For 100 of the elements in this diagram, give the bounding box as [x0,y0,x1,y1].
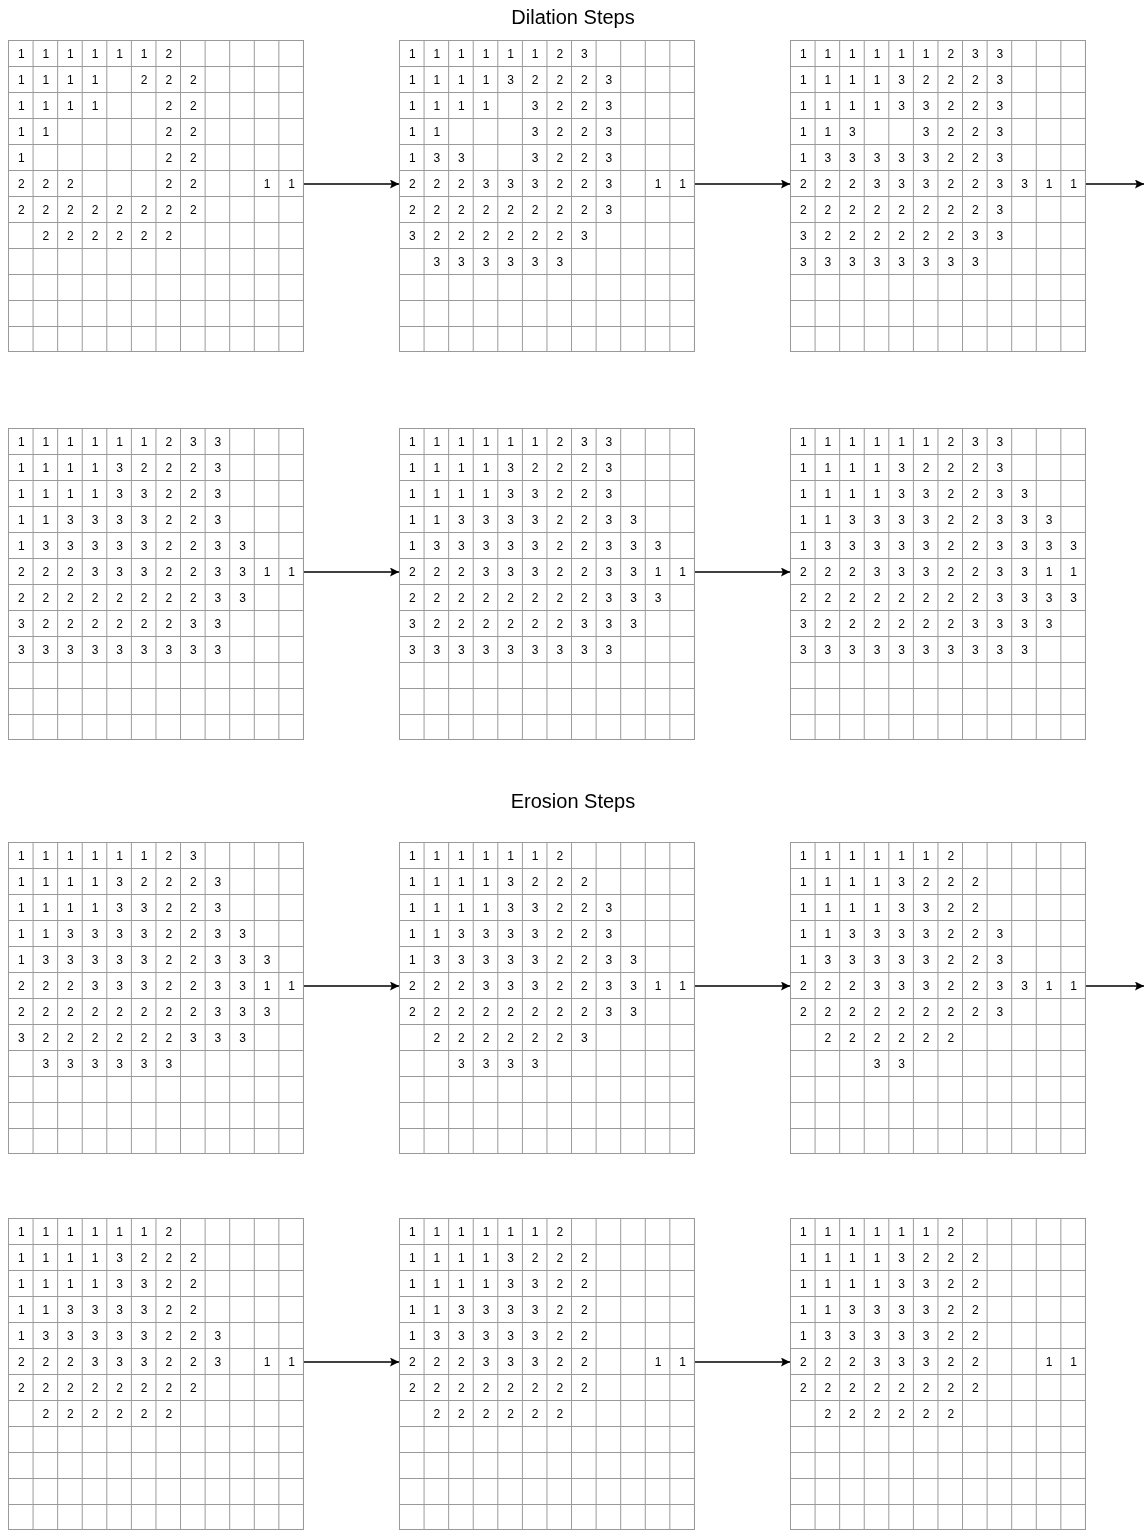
cell-number: 2 [66,228,75,245]
cell-number: 2 [457,1354,466,1371]
cell-number: 3 [629,538,638,555]
cell-number: 1 [16,512,26,529]
cell-number: 3 [872,926,882,943]
cell-number: 1 [1044,978,1054,995]
cell-number: 2 [530,1380,540,1397]
cell-number: 3 [213,434,223,451]
cell-number: 3 [604,926,614,943]
cell-number: 1 [872,434,882,451]
cell-number: 1 [16,98,26,115]
cell-number: 2 [555,1328,565,1345]
cell-number: 1 [66,1276,75,1293]
cell-number: 1 [481,434,491,451]
cell-number: 1 [115,1224,124,1241]
cell-number: 1 [407,848,417,865]
cell-number: 2 [946,72,956,89]
number-grid [399,1218,695,1530]
cell-number: 3 [823,150,833,167]
cell-number: 2 [798,1354,808,1371]
cell-number: 2 [189,72,198,89]
cell-number: 1 [432,512,442,529]
cell-number: 2 [798,176,808,193]
cell-number: 2 [189,978,198,995]
cell-number: 3 [823,254,833,271]
cell-number: 2 [530,72,540,89]
cell-number: 1 [262,1354,272,1371]
cell-number: 1 [798,150,808,167]
cell-number: 2 [971,460,980,477]
cell-number: 2 [66,1406,75,1423]
cell-number: 1 [90,72,100,89]
cell-number: 2 [823,228,833,245]
cell-number: 3 [213,926,223,943]
cell-number: 3 [995,124,1005,141]
cell-number: 1 [823,848,833,865]
cell-number: 3 [66,1328,75,1345]
cell-number: 1 [407,1328,417,1345]
cell-number: 3 [897,176,906,193]
cell-number: 2 [407,1380,417,1397]
cell-number: 2 [66,616,75,633]
cell-number: 3 [604,98,614,115]
cell-number: 3 [66,926,75,943]
cell-number: 2 [580,874,589,891]
cell-number: 2 [115,228,124,245]
cell-number: 2 [971,952,980,969]
cell-number: 2 [139,202,149,219]
cell-number: 3 [580,434,589,451]
cell-number: 3 [897,72,906,89]
cell-number: 1 [653,978,663,995]
cell-number: 2 [823,616,833,633]
cell-number: 1 [897,848,906,865]
cell-number: 3 [897,1056,906,1073]
cell-number: 1 [66,98,75,115]
cell-number: 2 [16,978,26,995]
cell-number: 2 [946,1354,956,1371]
cell-number: 3 [995,72,1005,89]
cell-number: 1 [872,1224,882,1241]
cell-number: 1 [798,512,808,529]
cell-number: 3 [238,1004,247,1021]
cell-number: 2 [189,486,198,503]
cell-number: 2 [946,848,956,865]
cell-number: 2 [580,538,589,555]
cell-number: 3 [580,228,589,245]
cell-number: 2 [848,1004,857,1021]
cell-number: 1 [457,1276,466,1293]
cell-number: 1 [823,512,833,529]
cell-number: 1 [16,874,26,891]
cell-number: 1 [506,1224,515,1241]
cell-number: 2 [115,1380,124,1397]
cell-number: 3 [848,538,857,555]
cell-number: 3 [139,978,149,995]
cell-number: 1 [848,98,857,115]
cell-number: 1 [823,1302,833,1319]
cell-number: 2 [481,1030,491,1047]
cell-number: 3 [897,900,906,917]
cell-number: 3 [213,1328,223,1345]
cell-number: 3 [457,1056,466,1073]
cell-number: 2 [115,590,124,607]
cell-number: 1 [432,1302,442,1319]
cell-number: 1 [16,46,26,63]
cell-number: 3 [481,176,491,193]
cell-number: 2 [946,1406,956,1423]
cell-number: 2 [530,1030,540,1047]
cell-number: 3 [41,538,51,555]
cell-number: 2 [848,564,857,581]
cell-number: 3 [995,228,1005,245]
cell-number: 3 [798,642,808,659]
cell-number: 1 [16,460,26,477]
cell-number: 3 [1020,564,1029,581]
cell-number: 2 [481,590,491,607]
cell-number: 2 [139,460,149,477]
cell-number: 2 [407,202,417,219]
cell-number: 3 [457,254,466,271]
cell-number: 3 [481,254,491,271]
cell-number: 3 [872,176,882,193]
cell-number: 3 [921,176,931,193]
cell-number: 2 [506,1004,515,1021]
cell-number: 3 [897,978,906,995]
cell-number: 2 [921,202,931,219]
cell-number: 2 [41,590,51,607]
